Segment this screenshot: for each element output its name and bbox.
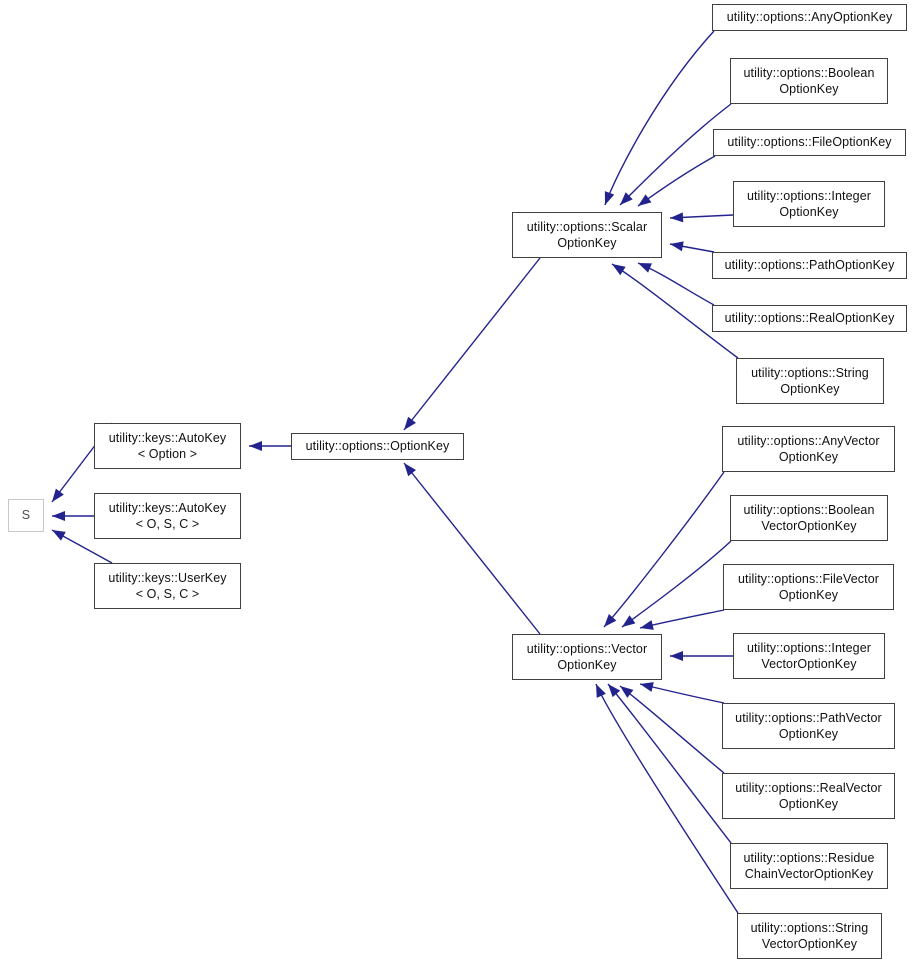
arrowhead xyxy=(596,684,606,698)
inheritance-edge-real_opt-to-scalar xyxy=(637,262,715,306)
class-node-label: utility::keys::AutoKey < O, S, C > xyxy=(108,500,227,532)
class-node-label: utility::options::PathVector OptionKey xyxy=(735,710,882,742)
arrowhead xyxy=(608,684,621,698)
arrowhead xyxy=(52,530,66,541)
class-node-label: utility::keys::AutoKey < Option > xyxy=(108,430,227,462)
class-node-autokey_osc[interactable]: utility::keys::AutoKey < O, S, C > xyxy=(94,493,241,539)
inheritance-edge-string_vec-to-vector xyxy=(595,683,739,914)
class-node-label: utility::options::FileOptionKey xyxy=(727,135,892,150)
class-node-label: S xyxy=(21,508,31,523)
class-node-label: utility::options::Boolean OptionKey xyxy=(743,65,875,97)
class-node-label: utility::options::OptionKey xyxy=(305,439,450,454)
class-node-scalar[interactable]: utility::options::Scalar OptionKey xyxy=(512,212,662,258)
class-node-label: utility::options::Integer OptionKey xyxy=(746,188,872,220)
class-node-label: utility::options::Vector OptionKey xyxy=(526,641,648,673)
inheritance-edge-autokey_osc-to-s xyxy=(52,511,94,521)
class-node-label: utility::options::PathOptionKey xyxy=(724,258,895,273)
arrowhead xyxy=(640,620,654,630)
inheritance-edge-scalar-to-optionkey xyxy=(403,257,541,431)
inheritance-edge-real_vec-to-vector xyxy=(619,685,725,774)
inheritance-edge-any_vec-to-vector xyxy=(603,471,725,628)
class-node-s[interactable]: S xyxy=(8,499,44,532)
inheritance-edge-path_vec-to-vector xyxy=(639,682,725,704)
inheritance-edge-path_opt-to-scalar xyxy=(669,241,715,253)
arrowhead xyxy=(52,488,64,502)
inheritance-edge-bool_vec-to-vector xyxy=(621,540,732,628)
class-node-label: utility::options::RealVector OptionKey xyxy=(735,780,882,812)
class-node-any_vec[interactable]: utility::options::AnyVector OptionKey xyxy=(722,426,895,472)
class-node-file_opt[interactable]: utility::options::FileOptionKey xyxy=(713,129,906,156)
class-node-label: utility::options::String OptionKey xyxy=(751,365,869,397)
class-node-real_vec[interactable]: utility::options::RealVector OptionKey xyxy=(722,773,895,819)
arrowhead xyxy=(640,682,654,692)
arrowhead xyxy=(249,441,262,451)
arrowhead xyxy=(620,686,634,698)
class-node-bool_opt[interactable]: utility::options::Boolean OptionKey xyxy=(730,58,888,104)
class-node-int_vec[interactable]: utility::options::Integer VectorOptionKe… xyxy=(733,633,885,679)
class-node-label: utility::options::FileVector OptionKey xyxy=(737,571,880,603)
arrowhead xyxy=(52,511,65,521)
class-node-label: utility::options::Boolean VectorOptionKe… xyxy=(743,502,875,534)
inheritance-edge-optionkey-to-autokey_option xyxy=(249,441,291,451)
inheritance-edge-bool_opt-to-scalar xyxy=(619,103,732,206)
class-node-residue_vec[interactable]: utility::options::Residue ChainVectorOpt… xyxy=(730,843,888,889)
arrowhead xyxy=(604,191,615,205)
arrowhead xyxy=(622,615,636,627)
class-node-label: utility::options::Residue ChainVectorOpt… xyxy=(743,850,875,882)
inheritance-edge-file_vec-to-vector xyxy=(639,609,725,630)
class-node-label: utility::options::AnyVector OptionKey xyxy=(737,433,880,465)
class-node-autokey_option[interactable]: utility::keys::AutoKey < Option > xyxy=(94,423,241,469)
class-node-label: utility::options::AnyOptionKey xyxy=(726,10,893,25)
inheritance-edge-file_opt-to-scalar xyxy=(637,155,716,207)
class-node-any_opt[interactable]: utility::options::AnyOptionKey xyxy=(712,4,907,31)
arrowhead xyxy=(670,212,684,223)
arrowhead xyxy=(620,192,633,205)
arrowhead xyxy=(670,651,683,661)
class-node-int_opt[interactable]: utility::options::Integer OptionKey xyxy=(733,181,885,227)
class-node-vector[interactable]: utility::options::Vector OptionKey xyxy=(512,634,662,680)
class-node-label: utility::options::String VectorOptionKey xyxy=(750,920,869,952)
class-node-optionkey[interactable]: utility::options::OptionKey xyxy=(291,433,464,460)
class-node-userkey_osc[interactable]: utility::keys::UserKey < O, S, C > xyxy=(94,563,241,609)
arrowhead xyxy=(404,416,416,430)
class-node-file_vec[interactable]: utility::options::FileVector OptionKey xyxy=(723,564,894,610)
class-node-path_opt[interactable]: utility::options::PathOptionKey xyxy=(712,252,907,279)
class-node-label: utility::keys::UserKey < O, S, C > xyxy=(108,570,227,602)
inheritance-edge-any_opt-to-scalar xyxy=(604,30,715,206)
class-node-real_opt[interactable]: utility::options::RealOptionKey xyxy=(712,305,907,332)
inheritance-edge-int_opt-to-scalar xyxy=(669,212,734,223)
class-node-string_vec[interactable]: utility::options::String VectorOptionKey xyxy=(737,913,882,959)
arrowhead xyxy=(604,613,617,627)
class-node-path_vec[interactable]: utility::options::PathVector OptionKey xyxy=(722,703,895,749)
arrowhead xyxy=(638,194,652,206)
arrowhead xyxy=(638,263,652,273)
class-node-string_opt[interactable]: utility::options::String OptionKey xyxy=(736,358,884,404)
arrowhead xyxy=(404,463,417,477)
inheritance-edge-vector-to-optionkey xyxy=(403,462,541,635)
arrowhead xyxy=(612,264,626,276)
class-node-label: utility::options::Integer VectorOptionKe… xyxy=(746,640,872,672)
class-node-label: utility::options::Scalar OptionKey xyxy=(526,219,648,251)
class-node-bool_vec[interactable]: utility::options::Boolean VectorOptionKe… xyxy=(730,495,888,541)
inheritance-edge-int_vec-to-vector xyxy=(670,651,733,661)
class-node-label: utility::options::RealOptionKey xyxy=(724,311,895,326)
arrowhead xyxy=(670,241,684,252)
inheritance-edge-residue_vec-to-vector xyxy=(607,683,732,844)
